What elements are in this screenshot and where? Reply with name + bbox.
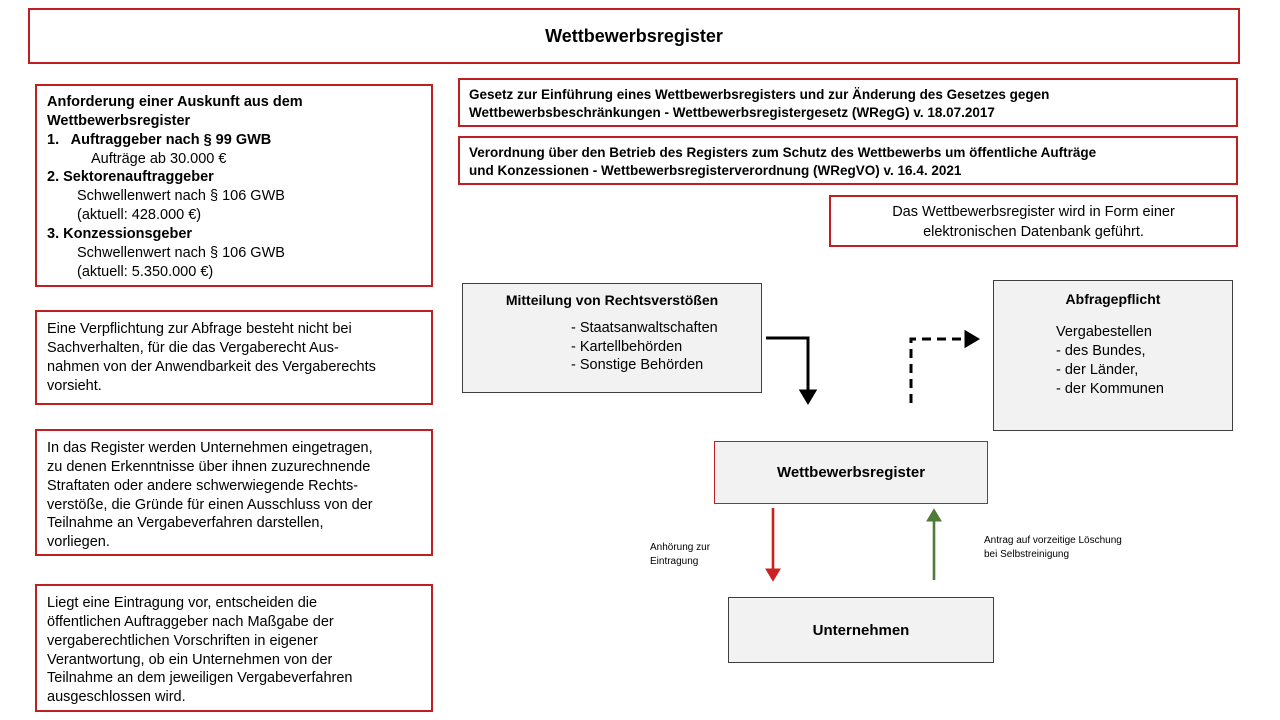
company-node-label: Unternehmen: [812, 621, 910, 639]
deletion-arrow-label: Antrag auf vorzeitige Löschung bei Selbs…: [984, 534, 1164, 562]
hearing-label-line-1: Anhörung zur: [650, 542, 711, 553]
regulation-line-1: Verordnung über den Betrieb des Register…: [469, 145, 1097, 160]
decision-line-6: ausgeschlossen wird.: [47, 689, 186, 706]
request-item-3-detail-2: (aktuell: 5.350.000 €): [77, 263, 214, 280]
request-item-1-label: Auftraggeber nach § 99 GWB: [70, 131, 272, 148]
company-node-box: Unternehmen: [728, 597, 994, 663]
registration-info-box: In das Register werden Unternehmen einge…: [35, 429, 433, 556]
decision-line-1: Liegt eine Eintragung vor, entscheiden d…: [47, 595, 318, 611]
registration-line-2: zu denen Erkenntnisse über ihnen zuzurec…: [47, 458, 371, 475]
database-form-box: Das Wettbewerbsregister wird in Form ein…: [829, 195, 1238, 247]
request-item-1-title: 1. Auftraggeber nach § 99 GWB: [47, 131, 421, 150]
registration-line-1: In das Register werden Unternehmen einge…: [47, 440, 373, 456]
arrow-notification-to-register: [766, 336, 818, 405]
arrow-register-to-obligation: [909, 329, 980, 403]
header-title-box: Wettbewerbsregister: [28, 8, 1240, 64]
registration-line-5: Teilnahme an Vergabeverfahren darstellen…: [47, 515, 324, 532]
request-item-1-detail-1: Aufträge ab 30.000 €: [91, 150, 227, 167]
request-item-3-label: Konzessionsgeber: [63, 225, 193, 242]
exception-info-box: Eine Verpflichtung zur Abfrage besteht n…: [35, 310, 433, 405]
request-item-1-number: 1.: [47, 131, 60, 148]
registration-line-6: vorliegen.: [47, 534, 110, 551]
request-item-3-title: 3. Konzessionsgeber: [47, 225, 421, 244]
regulation-reference-box: Verordnung über den Betrieb des Register…: [458, 136, 1238, 185]
register-node-label: Wettbewerbsregister: [776, 464, 926, 481]
registration-line-3: Straftaten oder andere schwerwiegende Re…: [47, 477, 359, 494]
notification-item-1: - Staatsanwaltschaften: [571, 320, 718, 336]
database-line-1: Das Wettbewerbsregister wird in Form ein…: [892, 204, 1175, 220]
deletion-label-line-2: bei Selbstreinigung: [984, 549, 1070, 560]
decision-info-box: Liegt eine Eintragung vor, entscheiden d…: [35, 584, 433, 712]
register-node-box: Wettbewerbsregister: [714, 441, 988, 504]
request-item-2-number: 2.: [47, 169, 60, 186]
hearing-label-line-2: Eintragung: [650, 556, 699, 567]
obligation-item-1: - des Bundes,: [1056, 342, 1146, 359]
notification-item-2: - Kartellbehörden: [571, 338, 683, 355]
notification-box: Mitteilung von Rechtsverstößen - Staatsa…: [462, 283, 762, 393]
request-heading-line2: Wettbewerbsregister: [47, 112, 191, 129]
decision-line-2: öffentlichen Auftraggeber nach Maßgabe d…: [47, 613, 334, 630]
request-info-box: Anforderung einer Auskunft aus dem Wettb…: [35, 84, 433, 287]
exception-line-3: nahmen von der Anwendbarkeit des Vergabe…: [47, 358, 376, 375]
exception-line-4: vorsieht.: [47, 377, 102, 394]
notification-heading: Mitteilung von Rechtsverstößen: [505, 292, 719, 308]
deletion-label-line-1: Antrag auf vorzeitige Löschung: [984, 535, 1122, 546]
law-line-2: Wettbewerbsbeschränkungen - Wettbewerbsr…: [469, 105, 995, 121]
exception-line-2: Sachverhalten, für die das Vergaberecht …: [47, 339, 339, 356]
obligation-box: Abfragepflicht Vergabestellen - des Bund…: [993, 280, 1233, 431]
regulation-line-2: und Konzessionen - Wettbewerbsregisterve…: [469, 163, 962, 179]
notification-item-3: - Sonstige Behörden: [571, 357, 704, 374]
hearing-arrow-label: Anhörung zur Eintragung: [650, 541, 760, 569]
decision-line-4: Verantwortung, ob ein Unternehmen von de…: [47, 651, 333, 668]
request-item-3-detail-1: Schwellenwert nach § 106 GWB: [77, 244, 285, 261]
request-heading-line1: Anforderung einer Auskunft aus dem: [47, 94, 303, 110]
decision-line-3: vergaberechtlichen Vorschriften in eigen…: [47, 632, 318, 649]
exception-line-1: Eine Verpflichtung zur Abfrage besteht n…: [47, 321, 352, 337]
law-reference-box: Gesetz zur Einführung eines Wettbewerbsr…: [458, 78, 1238, 127]
obligation-item-3: - der Kommunen: [1056, 380, 1164, 397]
law-line-1: Gesetz zur Einführung eines Wettbewerbsr…: [469, 87, 1050, 102]
database-line-2: elektronischen Datenbank geführt.: [923, 223, 1144, 240]
request-item-2-detail-1: Schwellenwert nach § 106 GWB: [77, 188, 285, 205]
registration-line-4: verstöße, die Gründe für einen Ausschlus…: [47, 496, 373, 513]
request-item-2-detail-2: (aktuell: 428.000 €): [77, 207, 202, 224]
request-item-2-label: Sektorenauftraggeber: [63, 169, 214, 186]
obligation-item-2: - der Länder,: [1056, 361, 1139, 378]
request-item-3-number: 3.: [47, 225, 60, 242]
obligation-heading: Abfragepflicht: [1065, 291, 1161, 307]
decision-line-5: Teilnahme an dem jeweiligen Vergabeverfa…: [47, 670, 353, 687]
page-title: Wettbewerbsregister: [545, 25, 723, 46]
request-item-2-title: 2. Sektorenauftraggeber: [47, 168, 421, 187]
obligation-subheading: Vergabestellen: [1056, 324, 1152, 340]
